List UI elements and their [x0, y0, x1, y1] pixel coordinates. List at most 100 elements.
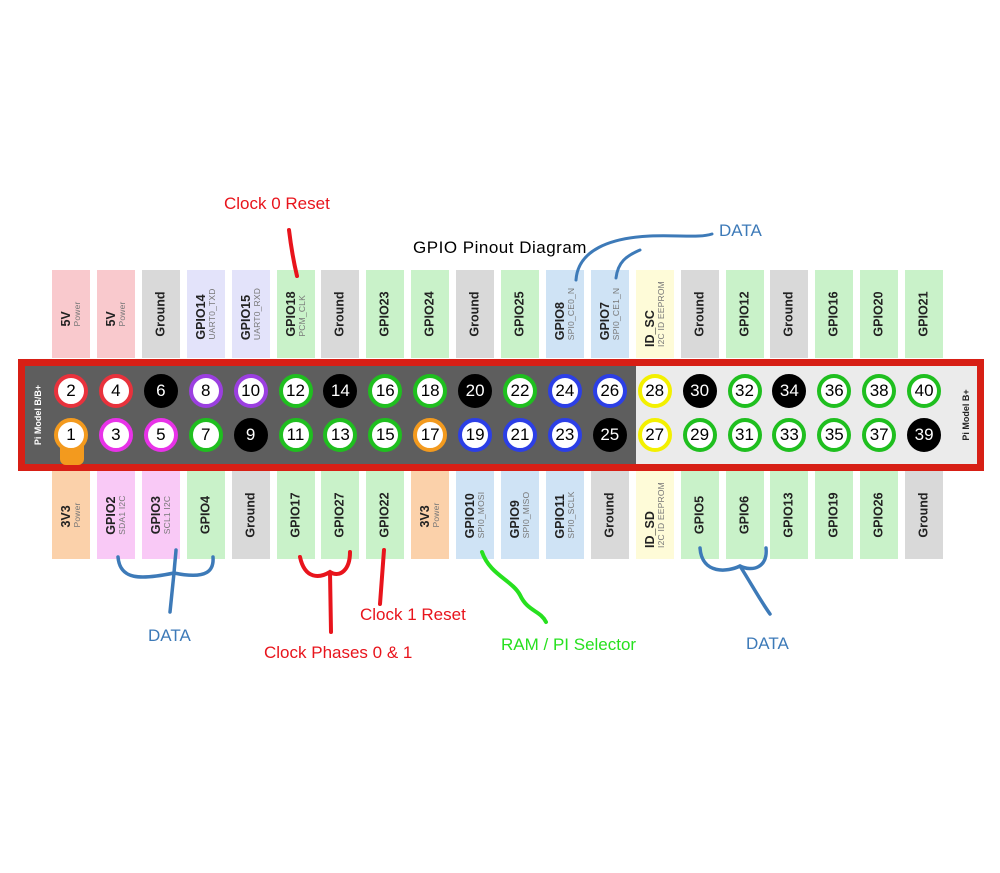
pin-number: 24: [555, 381, 575, 400]
pin-number: 27: [645, 425, 665, 444]
pin-number: 37: [869, 425, 889, 444]
pin-number: 1: [66, 425, 76, 444]
ram-pi-selector-pointer: [480, 550, 548, 624]
pin-15: 15: [368, 418, 403, 452]
pin-number: 3: [111, 425, 121, 444]
top-label-card: GPIO16: [815, 270, 854, 358]
data-bottom-right-label: DATA: [746, 634, 789, 653]
bottom-label-card: Ground: [231, 471, 270, 559]
clock1-reset-label: Clock 1 Reset: [360, 605, 466, 624]
pin-number: 11: [286, 425, 305, 444]
pin-31: 31: [727, 418, 762, 452]
pin-11: 11: [278, 418, 313, 452]
data-top-label: DATA: [719, 221, 762, 240]
pin-20: 20: [458, 374, 493, 408]
pin-24: 24: [547, 374, 582, 408]
pin-18: 18: [413, 374, 448, 408]
pin-36: 36: [817, 374, 852, 408]
top-label-card: Ground: [456, 270, 495, 358]
pin-number: 2: [66, 381, 76, 400]
pin-number: 13: [330, 425, 350, 444]
pin-2: 2: [54, 374, 88, 408]
pin-number: 25: [600, 425, 620, 444]
bottom-label-card: Ground: [905, 471, 944, 559]
pin-number: 23: [555, 425, 575, 444]
pin-number: 15: [375, 425, 395, 444]
bottom-label-card: GPIO13: [770, 471, 809, 559]
pin-1: 1: [54, 418, 88, 452]
bottom-label-card: Ground: [590, 471, 629, 559]
clock1-reset-pointer: [378, 548, 386, 606]
top-label-card: GPIO12: [725, 270, 764, 358]
pin-29: 29: [682, 418, 717, 452]
pin-number: 33: [779, 425, 799, 444]
pin-19: 19: [458, 418, 493, 452]
pin-14: 14: [323, 374, 358, 408]
pin-35: 35: [817, 418, 852, 452]
pin-39: 39: [907, 418, 942, 452]
pin-5: 5: [143, 418, 178, 452]
pin-6: 6: [143, 374, 178, 408]
pin-number: 6: [156, 381, 166, 400]
clock0-reset-pointer: [287, 228, 299, 278]
pin-32: 32: [727, 374, 762, 408]
pin-16: 16: [368, 374, 403, 408]
bottom-label-card: GPIO26: [860, 471, 899, 559]
pin-12: 12: [278, 374, 313, 408]
pin-10: 10: [233, 374, 268, 408]
pin-3: 3: [98, 418, 133, 452]
top-label-card: GPIO25: [501, 270, 539, 358]
pin-number: 16: [375, 381, 395, 400]
pin-number: 18: [420, 381, 440, 400]
clock-phases-brace: [298, 550, 352, 634]
pin-number: 20: [465, 381, 485, 400]
data-left-brace: [116, 548, 215, 614]
pin-number: 5: [156, 425, 166, 444]
pin-number: 4: [111, 381, 121, 400]
bottom-label-card: GPIO17: [276, 471, 315, 559]
pin-27: 27: [637, 418, 672, 452]
pin-number: 17: [420, 425, 440, 444]
pin-number: 8: [200, 381, 211, 400]
pin-17: 17: [413, 418, 448, 452]
pin-38: 38: [862, 374, 897, 408]
pin-34: 34: [772, 374, 807, 408]
pin-37: 37: [862, 418, 897, 452]
pin-number: 7: [200, 425, 211, 444]
pin-23: 23: [547, 418, 582, 452]
pin-number: 28: [645, 381, 665, 400]
pin-13: 13: [323, 418, 358, 452]
pin-8: 8: [188, 374, 223, 408]
pin-26: 26: [592, 374, 627, 408]
top-label-card: GPIO24: [411, 270, 450, 358]
top-label-card: GPIO20: [860, 270, 899, 358]
pin-number: 38: [869, 381, 889, 400]
pin-number: 19: [465, 425, 485, 444]
bottom-label-card: GPIO27: [321, 471, 360, 559]
pin-number: 12: [286, 381, 305, 400]
pin-7: 7: [188, 418, 223, 452]
pin-25: 25: [592, 418, 627, 452]
pin-number: 39: [914, 425, 934, 444]
pin-number: 21: [510, 425, 530, 444]
pin-number: 36: [824, 381, 844, 400]
data-right-brace: [698, 546, 772, 616]
top-label-card: Ground: [680, 270, 719, 358]
pin-number: 34: [779, 381, 799, 400]
pin-40: 40: [907, 374, 942, 408]
data-bottom-left-label: DATA: [148, 626, 191, 645]
pin-number: 31: [735, 425, 754, 444]
pin-number: 40: [914, 381, 934, 400]
